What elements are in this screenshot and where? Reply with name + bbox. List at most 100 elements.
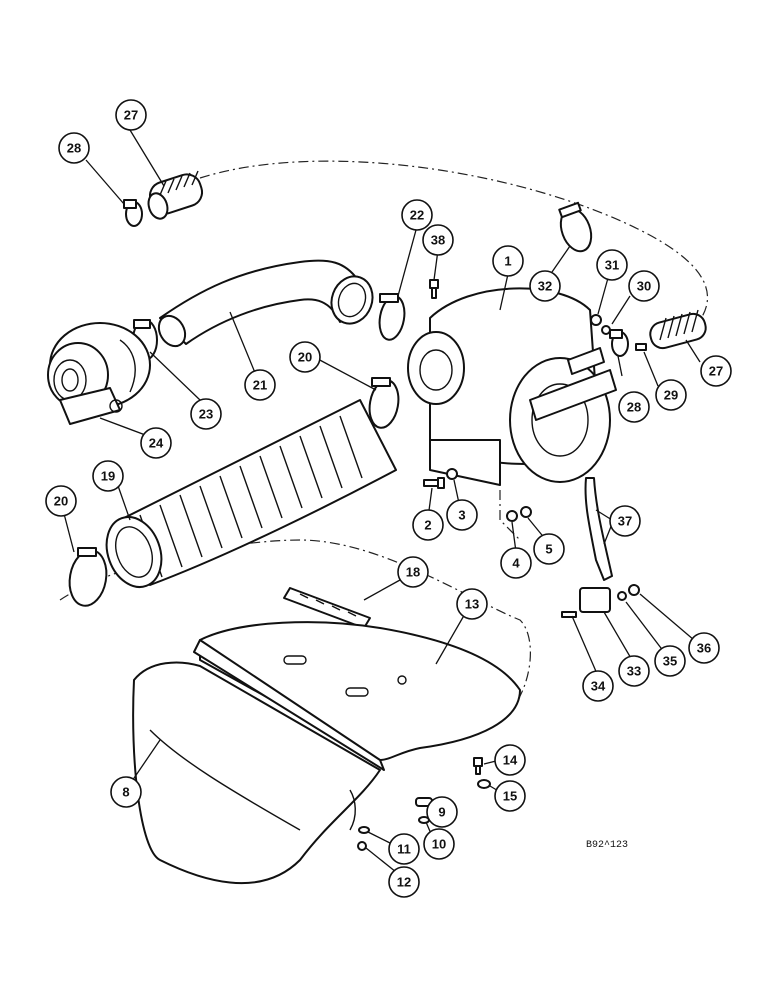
duct-outline-dashed	[59, 539, 531, 721]
nut-5	[520, 506, 532, 518]
svg-text:20: 20	[298, 350, 312, 365]
callout-24: 24	[140, 427, 172, 459]
callout-14: 14	[494, 744, 526, 776]
housing-8	[132, 661, 381, 884]
svg-text:37: 37	[618, 514, 632, 529]
svg-text:27: 27	[709, 364, 723, 379]
callout-20-lower: 20	[45, 485, 77, 517]
screw-38	[429, 279, 439, 299]
svg-text:3: 3	[458, 508, 465, 523]
svg-text:19: 19	[101, 469, 115, 484]
callout-35: 35	[654, 645, 686, 677]
svg-text:1: 1	[504, 254, 511, 269]
callout-15: 15	[494, 780, 526, 812]
washer-15	[477, 779, 491, 789]
callout-5: 5	[533, 533, 565, 565]
svg-text:2: 2	[424, 518, 431, 533]
callout-31: 31	[596, 249, 628, 281]
svg-text:36: 36	[697, 641, 711, 656]
svg-text:21: 21	[253, 378, 267, 393]
callout-27-top: 27	[115, 99, 147, 131]
clamp-20-upper	[368, 377, 400, 429]
callout-34: 34	[582, 670, 614, 702]
svg-text:30: 30	[637, 279, 651, 294]
svg-text:29: 29	[664, 388, 678, 403]
clamp-28-top	[123, 199, 143, 227]
svg-text:18: 18	[406, 565, 420, 580]
svg-text:9: 9	[438, 805, 445, 820]
callout-28-top: 28	[58, 132, 90, 164]
svg-text:28: 28	[67, 141, 81, 156]
clamp-20-lower	[68, 547, 108, 607]
svg-text:8: 8	[122, 785, 129, 800]
svg-text:28: 28	[627, 400, 641, 415]
bracket-dashed-line	[499, 470, 521, 541]
hose-routing-line	[199, 160, 709, 321]
hose-37	[584, 477, 613, 581]
bolt-2	[423, 477, 445, 489]
svg-text:38: 38	[431, 233, 445, 248]
callout-33: 33	[618, 655, 650, 687]
svg-text:15: 15	[503, 789, 517, 804]
callout-32: 32	[529, 270, 561, 302]
tube-21	[157, 259, 374, 348]
callout-20-upper: 20	[289, 341, 321, 373]
figure-reference: B92^123	[586, 840, 628, 851]
callout-2: 2	[412, 509, 444, 541]
svg-text:24: 24	[149, 436, 164, 451]
precleaner-24	[47, 322, 151, 425]
svg-text:B92^123: B92^123	[586, 840, 628, 851]
svg-text:11: 11	[397, 842, 411, 857]
callout-29: 29	[655, 379, 687, 411]
callout-21: 21	[244, 369, 276, 401]
callout-37: 37	[609, 505, 641, 537]
callout-38: 38	[422, 224, 454, 256]
callout-30: 30	[628, 270, 660, 302]
washer-11	[358, 826, 370, 834]
callout-10: 10	[423, 828, 455, 860]
screw-34	[561, 611, 577, 618]
hose-27-top	[147, 170, 204, 220]
svg-text:4: 4	[512, 556, 520, 571]
svg-text:32: 32	[538, 279, 552, 294]
leader-lines	[61, 129, 701, 873]
nut-12	[357, 841, 367, 851]
washer-35	[617, 591, 627, 601]
callout-12: 12	[388, 866, 420, 898]
washer-30	[601, 325, 611, 335]
clamp-32	[558, 201, 593, 253]
callout-9: 9	[426, 796, 458, 828]
svg-text:14: 14	[503, 753, 518, 768]
callout-8: 8	[110, 776, 142, 808]
callout-36: 36	[688, 632, 720, 664]
svg-text:31: 31	[605, 258, 619, 273]
svg-text:22: 22	[410, 208, 424, 223]
nut-31	[590, 314, 602, 326]
bellows-19	[105, 399, 397, 588]
washer-3	[446, 468, 458, 480]
svg-text:33: 33	[627, 664, 641, 679]
hose-27-right	[649, 309, 707, 350]
callout-11: 11	[388, 833, 420, 865]
svg-text:5: 5	[545, 542, 552, 557]
sensor-33	[579, 587, 611, 613]
callout-18: 18	[397, 556, 429, 588]
svg-text:20: 20	[54, 494, 68, 509]
svg-text:23: 23	[199, 407, 213, 422]
washer-4	[506, 510, 518, 522]
callout-3: 3	[446, 499, 478, 531]
callout-28-right: 28	[618, 391, 650, 423]
callout-13: 13	[456, 588, 488, 620]
air-cleaner-1	[407, 287, 617, 486]
clamp-28-right	[609, 329, 629, 357]
nut-36	[628, 584, 640, 596]
screw-29	[635, 343, 647, 351]
clamp-22	[378, 293, 406, 341]
callout-1: 1	[492, 245, 524, 277]
svg-text:12: 12	[397, 875, 411, 890]
callout-23: 23	[190, 398, 222, 430]
svg-text:13: 13	[465, 597, 479, 612]
svg-text:35: 35	[663, 654, 677, 669]
svg-text:10: 10	[432, 837, 446, 852]
